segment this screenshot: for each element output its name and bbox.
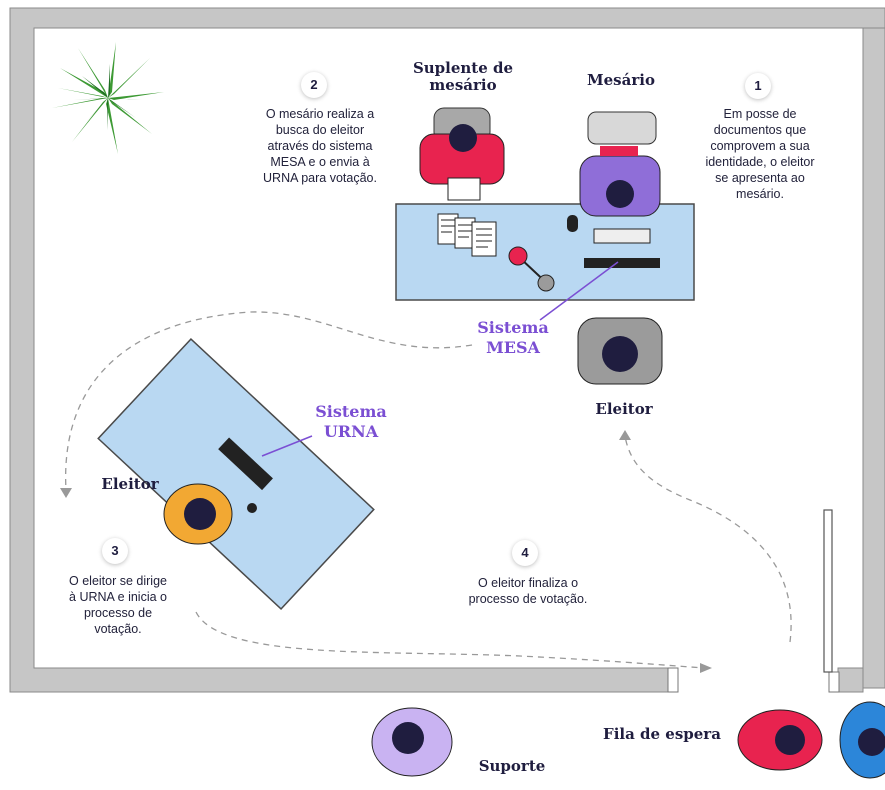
suplente-label: Suplente de mesário — [412, 59, 514, 94]
suporte-label: Suporte — [478, 757, 546, 775]
eleitor-mesa-label: Eleitor — [595, 400, 653, 418]
mouse-icon — [567, 215, 578, 232]
flow-path — [65, 311, 792, 669]
suplente-figure — [419, 107, 505, 201]
step-2-badge: 2 — [301, 72, 327, 98]
documents-icon — [437, 213, 497, 257]
mesario-label: Mesário — [587, 71, 655, 89]
sistema-urna-label: Sistema URNA — [315, 402, 387, 441]
eleitor-urna-label: Eleitor — [101, 475, 159, 493]
step-1-text: Em posse de documentos que comprovem a s… — [705, 107, 815, 201]
sistema-mesa-label: Sistema MESA — [477, 318, 549, 357]
stamp-icon — [508, 246, 555, 292]
step-2-text: O mesário realiza a busca do eleitor atr… — [263, 107, 377, 185]
step-3-text: O eleitor se dirige à URNA e inicia o pr… — [69, 574, 167, 636]
fila-figures — [737, 701, 885, 779]
fila-label: Fila de espera — [603, 725, 721, 743]
step-1-badge: 1 — [745, 73, 771, 99]
urna-desk — [97, 337, 375, 611]
plant-icon — [52, 42, 164, 154]
eleitor-mesa-figure — [577, 317, 663, 385]
keyboard-icon — [593, 228, 651, 244]
eleitor-urna-figure — [163, 483, 257, 545]
room-walls — [9, 7, 885, 693]
suporte-figure — [371, 707, 453, 777]
mesa-desk — [395, 203, 695, 301]
flow-arrowheads — [60, 430, 712, 673]
step-3-badge: 3 — [102, 538, 128, 564]
step-4-badge: 4 — [512, 540, 538, 566]
mesa-pointer-line — [539, 261, 619, 321]
monitor-icon — [584, 258, 660, 268]
urna-pointer-line — [261, 435, 313, 457]
mesario-figure — [579, 111, 661, 217]
step-4-text: O eleitor finaliza o processo de votação… — [468, 576, 588, 606]
urna-device-icon — [218, 437, 273, 491]
